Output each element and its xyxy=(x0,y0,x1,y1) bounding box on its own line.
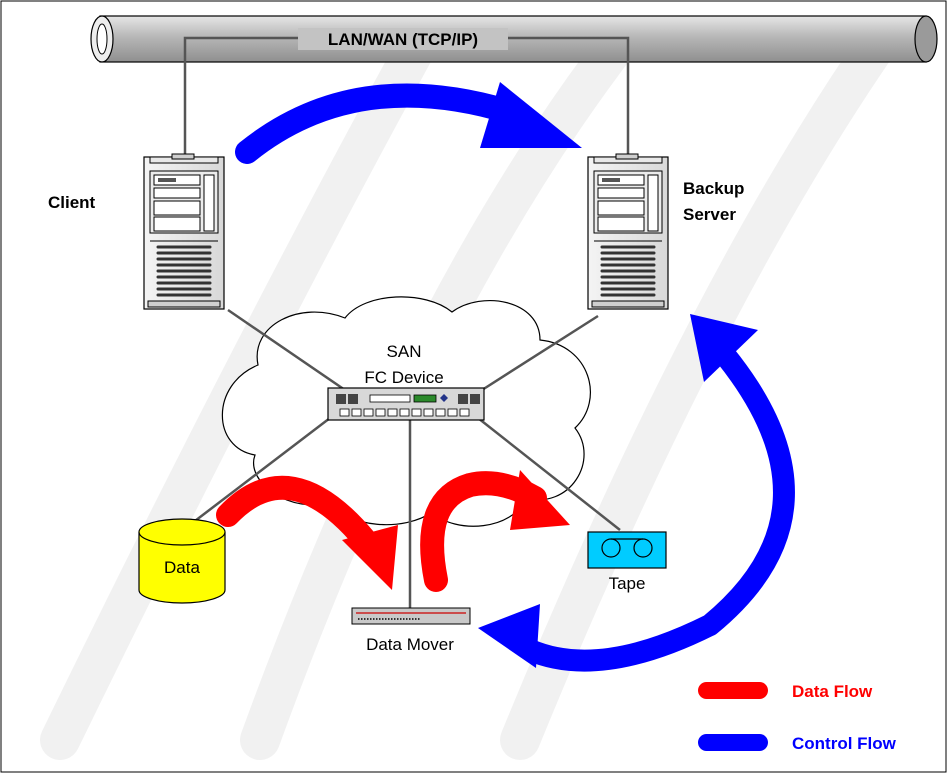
legend-control-flow-swatch xyxy=(698,734,768,751)
client-server-icon xyxy=(142,152,226,311)
backup-server-label-line1: Backup xyxy=(683,179,744,198)
backup-server-icon xyxy=(586,152,670,311)
tape-icon xyxy=(587,531,667,569)
data-mover-label: Data Mover xyxy=(366,635,454,654)
fc-device-label: FC Device xyxy=(364,368,443,387)
control-flow-arrow-right xyxy=(478,314,795,672)
lan-connections xyxy=(183,36,630,155)
network-label: LAN/WAN (TCP/IP) xyxy=(328,30,478,49)
backup-server-label-line2: Server xyxy=(683,205,736,224)
fc-switch-icon xyxy=(327,387,485,421)
data-mover-icon xyxy=(351,607,471,625)
legend-control-flow-label: Control Flow xyxy=(792,734,897,753)
data-label: Data xyxy=(164,558,200,577)
control-flow-arrow-top xyxy=(235,82,582,164)
san-label: SAN xyxy=(387,342,422,361)
data-flow-arrow-left xyxy=(216,475,398,590)
data-disk-icon xyxy=(138,518,226,604)
san-connections xyxy=(169,308,621,610)
tape-label: Tape xyxy=(609,574,646,593)
legend-data-flow-label: Data Flow xyxy=(792,682,873,701)
legend-data-flow-swatch xyxy=(698,682,768,699)
client-label: Client xyxy=(48,193,96,212)
legend: Data Flow Control Flow xyxy=(698,682,897,753)
data-flow-arrow-right xyxy=(420,470,570,592)
